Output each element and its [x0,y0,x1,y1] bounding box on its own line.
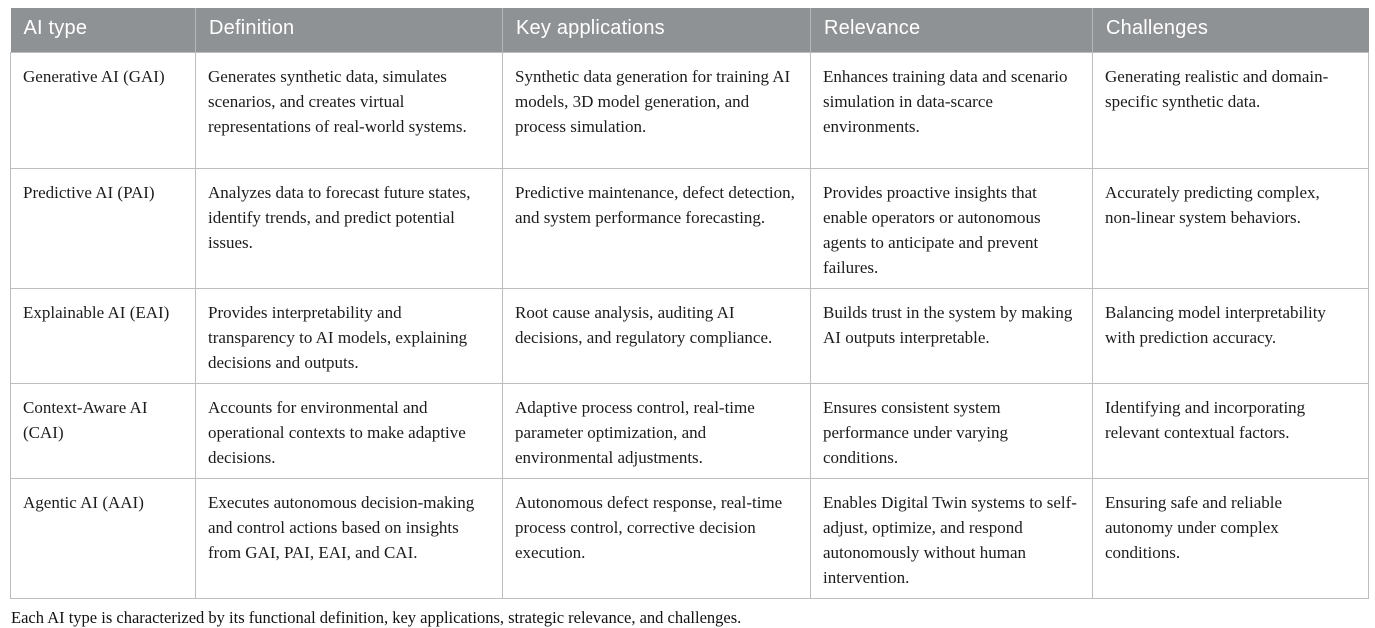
cell-challenges: Ensuring safe and reliable autonomy unde… [1092,477,1369,599]
cell-challenges: Identifying and incorporating relevant c… [1092,382,1369,479]
cell-ai-type: Agentic AI (AAI) [10,477,196,599]
cell-key-applications: Synthetic data generation for training A… [502,51,811,169]
cell-relevance: Provides proactive insights that enable … [810,167,1093,289]
cell-key-applications: Predictive maintenance, defect detection… [502,167,811,289]
cell-definition: Generates synthetic data, simulates scen… [195,51,503,169]
cell-key-applications: Adaptive process control, real-time para… [502,382,811,479]
table-row: Predictive AI (PAI) Analyzes data to for… [10,167,1369,289]
cell-ai-type: Generative AI (GAI) [10,51,196,169]
column-header-challenges: Challenges [1092,8,1369,52]
header-row: AI type Definition Key applications Rele… [10,8,1369,52]
cell-key-applications: Root cause analysis, auditing AI decisio… [502,287,811,384]
cell-relevance: Ensures consistent system performance un… [810,382,1093,479]
cell-relevance: Enables Digital Twin systems to self-adj… [810,477,1093,599]
table-header: AI type Definition Key applications Rele… [10,8,1369,52]
column-header-relevance: Relevance [810,8,1093,52]
cell-ai-type: Explainable AI (EAI) [10,287,196,384]
table-row: Agentic AI (AAI) Executes autonomous dec… [10,477,1369,599]
cell-key-applications: Autonomous defect response, real-time pr… [502,477,811,599]
cell-definition: Provides interpretability and transparen… [195,287,503,384]
cell-definition: Executes autonomous decision-making and … [195,477,503,599]
cell-definition: Analyzes data to forecast future states,… [195,167,503,289]
cell-relevance: Builds trust in the system by making AI … [810,287,1093,384]
column-header-ai-type: AI type [10,8,196,52]
table-row: Generative AI (GAI) Generates synthetic … [10,51,1369,169]
column-header-key-applications: Key applications [502,8,811,52]
cell-relevance: Enhances training data and scenario simu… [810,51,1093,169]
ai-types-table: AI type Definition Key applications Rele… [10,8,1369,599]
table-row: Context-Aware AI (CAI) Accounts for envi… [10,382,1369,479]
cell-ai-type: Context-Aware AI (CAI) [10,382,196,479]
cell-ai-type: Predictive AI (PAI) [10,167,196,289]
cell-challenges: Balancing model interpretability with pr… [1092,287,1369,384]
cell-challenges: Generating realistic and domain-specific… [1092,51,1369,169]
cell-challenges: Accurately predicting complex, non-linea… [1092,167,1369,289]
cell-definition: Accounts for environmental and operation… [195,382,503,479]
column-header-definition: Definition [195,8,503,52]
table-body: Generative AI (GAI) Generates synthetic … [10,51,1369,599]
table-row: Explainable AI (EAI) Provides interpreta… [10,287,1369,384]
table-caption: Each AI type is characterized by its fun… [11,607,742,627]
